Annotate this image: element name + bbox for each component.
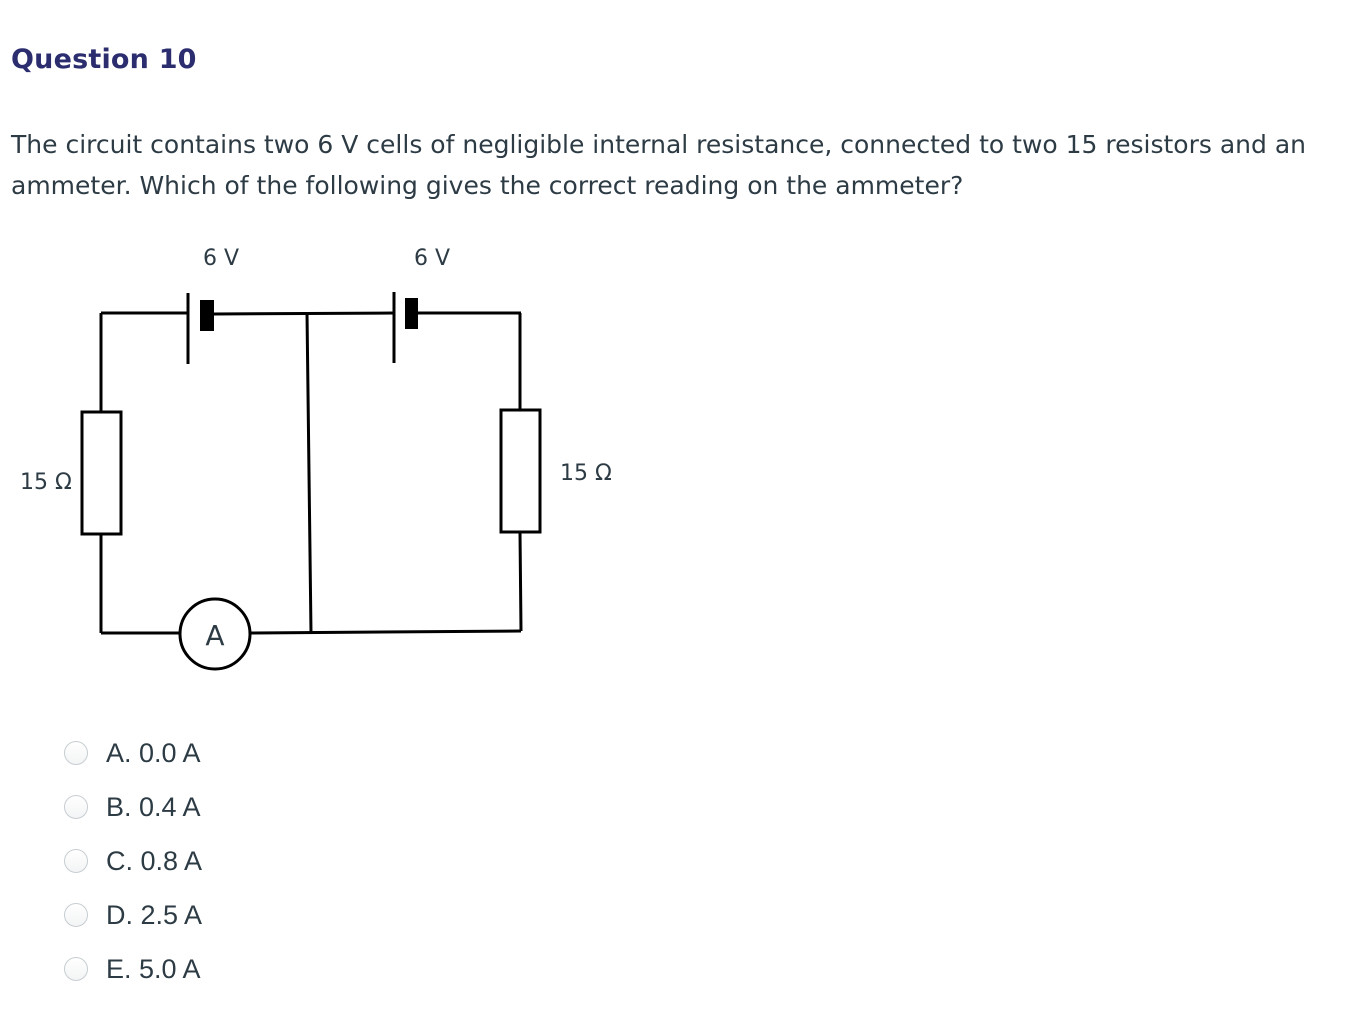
question-text: The circuit contains two 6 V cells of ne…: [11, 130, 1306, 200]
answer-label-d: D. 2.5 A: [106, 899, 203, 930]
wire-middle-vertical: [305, 312, 313, 634]
radio-button-e[interactable]: [64, 957, 88, 981]
radio-button-c[interactable]: [64, 849, 88, 873]
answer-label-e: E. 5.0 A: [106, 953, 201, 984]
radio-button-d[interactable]: [64, 903, 88, 927]
cell-left-short-plate: [200, 300, 214, 331]
answer-option-c[interactable]: C. 0.8 A: [64, 834, 202, 888]
resistor-right-label: 15 Ω: [560, 461, 612, 486]
cell-left-label: 6 V: [203, 246, 239, 271]
ammeter: [178, 597, 252, 671]
cell-right-short-plate: [405, 298, 418, 329]
answer-list: A. 0.0 A B. 0.4 A C. 0.8 A D. 2.5 A E. 5…: [64, 726, 202, 996]
cell-right-label: 6 V: [414, 246, 450, 271]
answer-label-c: C. 0.8 A: [106, 845, 203, 876]
wire-right-lower: [518, 531, 523, 632]
resistor-right: [499, 408, 542, 534]
ammeter-label: A: [205, 619, 224, 652]
wire-top-middle: [213, 311, 395, 316]
radio-button-b[interactable]: [64, 795, 88, 819]
wire-bottom-right: [249, 629, 522, 635]
answer-option-a[interactable]: A. 0.0 A: [64, 726, 202, 780]
circuit-diagram: 6 V 6 V 15 Ω 15 Ω A: [20, 246, 612, 671]
resistor-left-label: 15 Ω: [20, 470, 72, 495]
question-title: Question 10: [11, 44, 197, 75]
answer-option-d[interactable]: D. 2.5 A: [64, 888, 202, 942]
resistor-left: [80, 410, 123, 536]
answer-label-a: A. 0.0 A: [106, 737, 201, 768]
answer-label-b: B. 0.4 A: [106, 791, 201, 822]
answer-option-e[interactable]: E. 5.0 A: [64, 942, 202, 996]
answer-option-b[interactable]: B. 0.4 A: [64, 780, 202, 834]
radio-button-a[interactable]: [64, 741, 88, 765]
